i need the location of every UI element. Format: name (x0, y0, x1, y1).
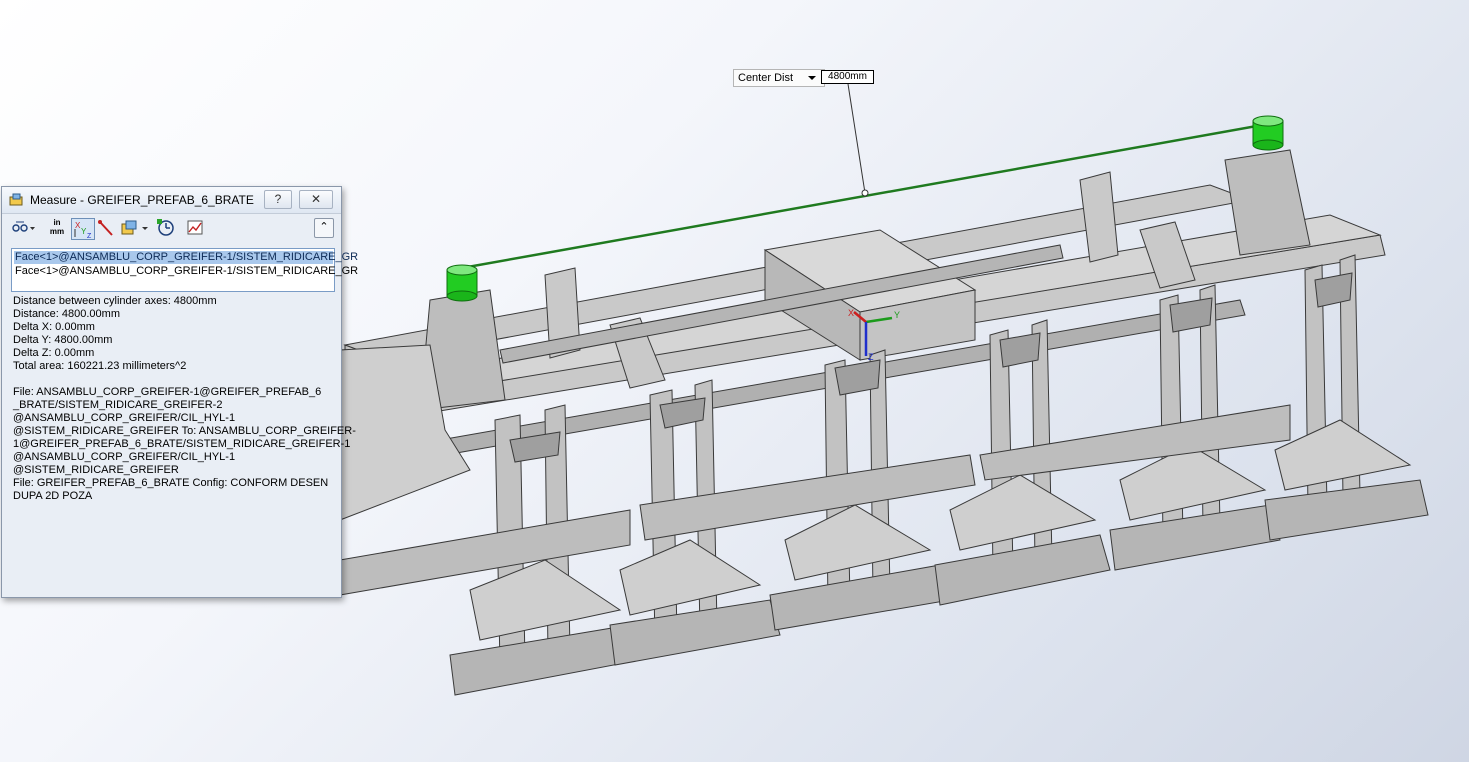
dimension-value: 4800mm (821, 70, 874, 84)
dimension-type-label: Center Dist (738, 72, 794, 84)
dimension-type-dropdown[interactable]: Center Dist (733, 69, 825, 87)
result-file-line: File: ANSAMBLU_CORP_GREIFER-1@GREIFER_PR… (13, 386, 322, 398)
help-button[interactable]: ? (264, 190, 292, 209)
sensor-icon[interactable] (186, 218, 204, 238)
result-total-area: Total area: 160221.23 millimeters^2 (13, 360, 187, 372)
tine-4 (934, 319, 1111, 606)
arc-circle-measure-icon[interactable] (10, 218, 36, 238)
triad-x-axis (853, 311, 867, 323)
measure-tool-icon (9, 193, 23, 206)
lug-1 (544, 267, 581, 359)
collapse-button[interactable]: ⌃ (314, 218, 334, 238)
result-axes-distance: Distance between cylinder axes: 4800mm (13, 295, 217, 307)
point-to-point-icon[interactable] (97, 218, 115, 238)
triad-y-label: Y (894, 310, 900, 320)
close-button[interactable]: ✕ (299, 190, 333, 209)
cylinder-highlight-right[interactable] (1252, 115, 1284, 151)
triad-x-label: X (848, 308, 854, 318)
result-file-line: @SISTEM_RIDICARE_GREIFER (13, 464, 179, 476)
measure-history-icon[interactable] (156, 218, 176, 238)
svg-text:X: X (75, 221, 81, 230)
selection-item[interactable]: Face<1>@ANSAMBLU_CORP_GREIFER-1/SISTEM_R… (14, 251, 359, 264)
result-file-line: File: GREIFER_PREFAB_6_BRATE Config: CON… (13, 477, 329, 489)
coordinate-system-icon[interactable] (118, 218, 150, 238)
leader-anchor (861, 189, 869, 197)
result-file-line: DUPA 2D POZA (13, 490, 93, 502)
result-delta-z: Delta Z: 0.00mm (13, 347, 95, 359)
lug-4 (1139, 221, 1196, 289)
result-file-line: 1@GREIFER_PREFAB_6_BRATE/SISTEM_RIDICARE… (13, 438, 351, 450)
xyz-axes-icon[interactable]: X Y Z (71, 218, 95, 240)
units-precision-button[interactable]: in mm (46, 218, 68, 238)
cylinder-highlight-left[interactable] (446, 264, 478, 302)
triad-z-label: Z (868, 352, 874, 362)
svg-text:Z: Z (87, 233, 92, 240)
dialog-titlebar[interactable]: Measure - GREIFER_PREFAB_6_BRATE ? ✕ (2, 187, 341, 214)
units-top-label: in (53, 218, 61, 227)
triad-y-axis (865, 316, 893, 324)
svg-text:Y: Y (81, 227, 87, 236)
dimension-leader (847, 83, 866, 194)
dialog-title: Measure - GREIFER_PREFAB_6_BRATE (30, 193, 254, 207)
result-file-line: @ANSAMBLU_CORP_GREIFER/CIL_HYL-1 (13, 412, 236, 424)
selection-list[interactable]: Face<1>@ANSAMBLU_CORP_GREIFER-1/SISTEM_R… (11, 248, 359, 292)
tine-1 (449, 404, 641, 696)
coordinate-triad: X Y Z (848, 308, 900, 362)
tine-5 (1109, 284, 1281, 571)
right-pylon (1224, 149, 1311, 256)
result-delta-y: Delta Y: 4800.00mm (13, 334, 113, 346)
result-delta-x: Delta X: 0.00mm (13, 321, 95, 333)
tine-6 (1264, 254, 1429, 541)
measure-toolbar: in mm X Y Z ⌃ (8, 216, 334, 242)
result-file-line: @ANSAMBLU_CORP_GREIFER/CIL_HYL-1 (13, 451, 236, 463)
selection-item[interactable]: Face<1>@ANSAMBLU_CORP_GREIFER-1/SISTEM_R… (15, 265, 359, 277)
result-file-line: @SISTEM_RIDICARE_GREIFER To: ANSAMBLU_CO… (13, 425, 356, 437)
result-file-line: _BRATE/SISTEM_RIDICARE_GREIFER-2 (13, 399, 223, 411)
lug-2 (1079, 171, 1119, 263)
central-box-front (859, 289, 976, 361)
tines (339, 254, 1429, 696)
shaft-upper (499, 244, 1064, 364)
result-distance: Distance: 4800.00mm (13, 308, 120, 320)
units-bottom-label: mm (49, 227, 65, 236)
result-spacer (13, 373, 335, 386)
measure-dialog: Measure - GREIFER_PREFAB_6_BRATE ? ✕ in … (1, 186, 359, 598)
dropdown-arrow-icon (808, 76, 816, 80)
measure-results: Distance between cylinder axes: 4800mm D… (13, 295, 356, 503)
